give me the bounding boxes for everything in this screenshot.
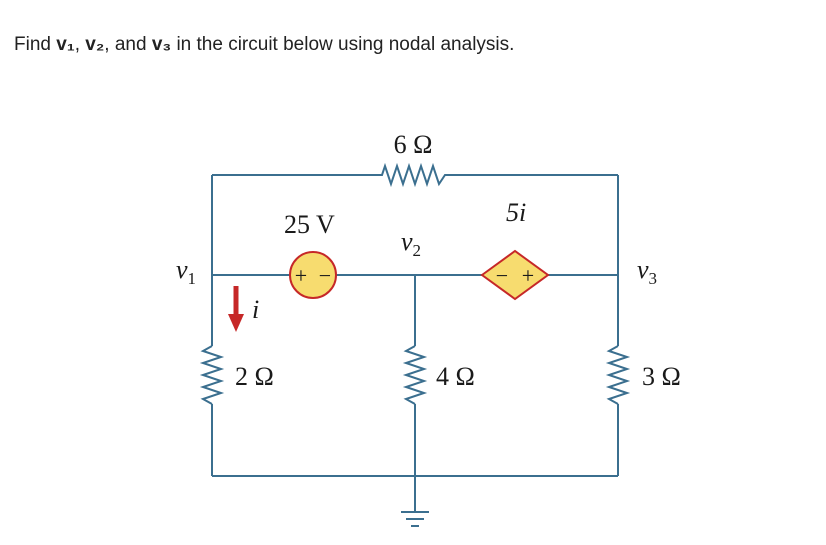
resistor-2ohm bbox=[199, 345, 225, 405]
current-label: i bbox=[252, 295, 259, 324]
question-suffix: in the circuit below using nodal analysi… bbox=[171, 34, 515, 55]
vsrc-minus: − bbox=[319, 263, 331, 288]
resistor-3ohm bbox=[605, 345, 631, 405]
voltage-source-label: 25 V bbox=[284, 210, 335, 239]
resistor-left-label: 2 Ω bbox=[235, 362, 274, 391]
question-prefix: Find bbox=[14, 34, 57, 55]
question-v3: v₃ bbox=[151, 34, 172, 55]
resistor-top-label: 6 Ω bbox=[394, 130, 433, 159]
top-wire bbox=[212, 162, 618, 188]
vsrc-plus: + bbox=[295, 263, 307, 288]
dependent-source-5i: − + bbox=[480, 249, 550, 301]
node-v2-label: v2 bbox=[401, 227, 421, 260]
resistor-4ohm bbox=[402, 345, 428, 405]
dependent-source-label: 5i bbox=[506, 198, 526, 227]
question-v1: v₁ bbox=[56, 34, 75, 55]
resistor-middle-label: 4 Ω bbox=[436, 362, 475, 391]
question-text: Find v₁, v₂, and v₃ in the circuit below… bbox=[14, 34, 514, 56]
question-v2: v₂ bbox=[85, 34, 105, 55]
dep-plus: + bbox=[522, 263, 534, 288]
ground-icon bbox=[401, 511, 429, 527]
question-sep1: , bbox=[74, 34, 86, 55]
current-arrow-icon bbox=[228, 286, 244, 332]
wires bbox=[199, 162, 631, 512]
question-sep2: , and bbox=[104, 34, 152, 55]
node-v3-label: v3 bbox=[637, 255, 657, 288]
voltage-source-25v: + − bbox=[289, 251, 337, 299]
resistor-right-label: 3 Ω bbox=[642, 362, 681, 391]
node-v1-label: v1 bbox=[176, 255, 196, 288]
dep-minus: − bbox=[496, 263, 508, 288]
